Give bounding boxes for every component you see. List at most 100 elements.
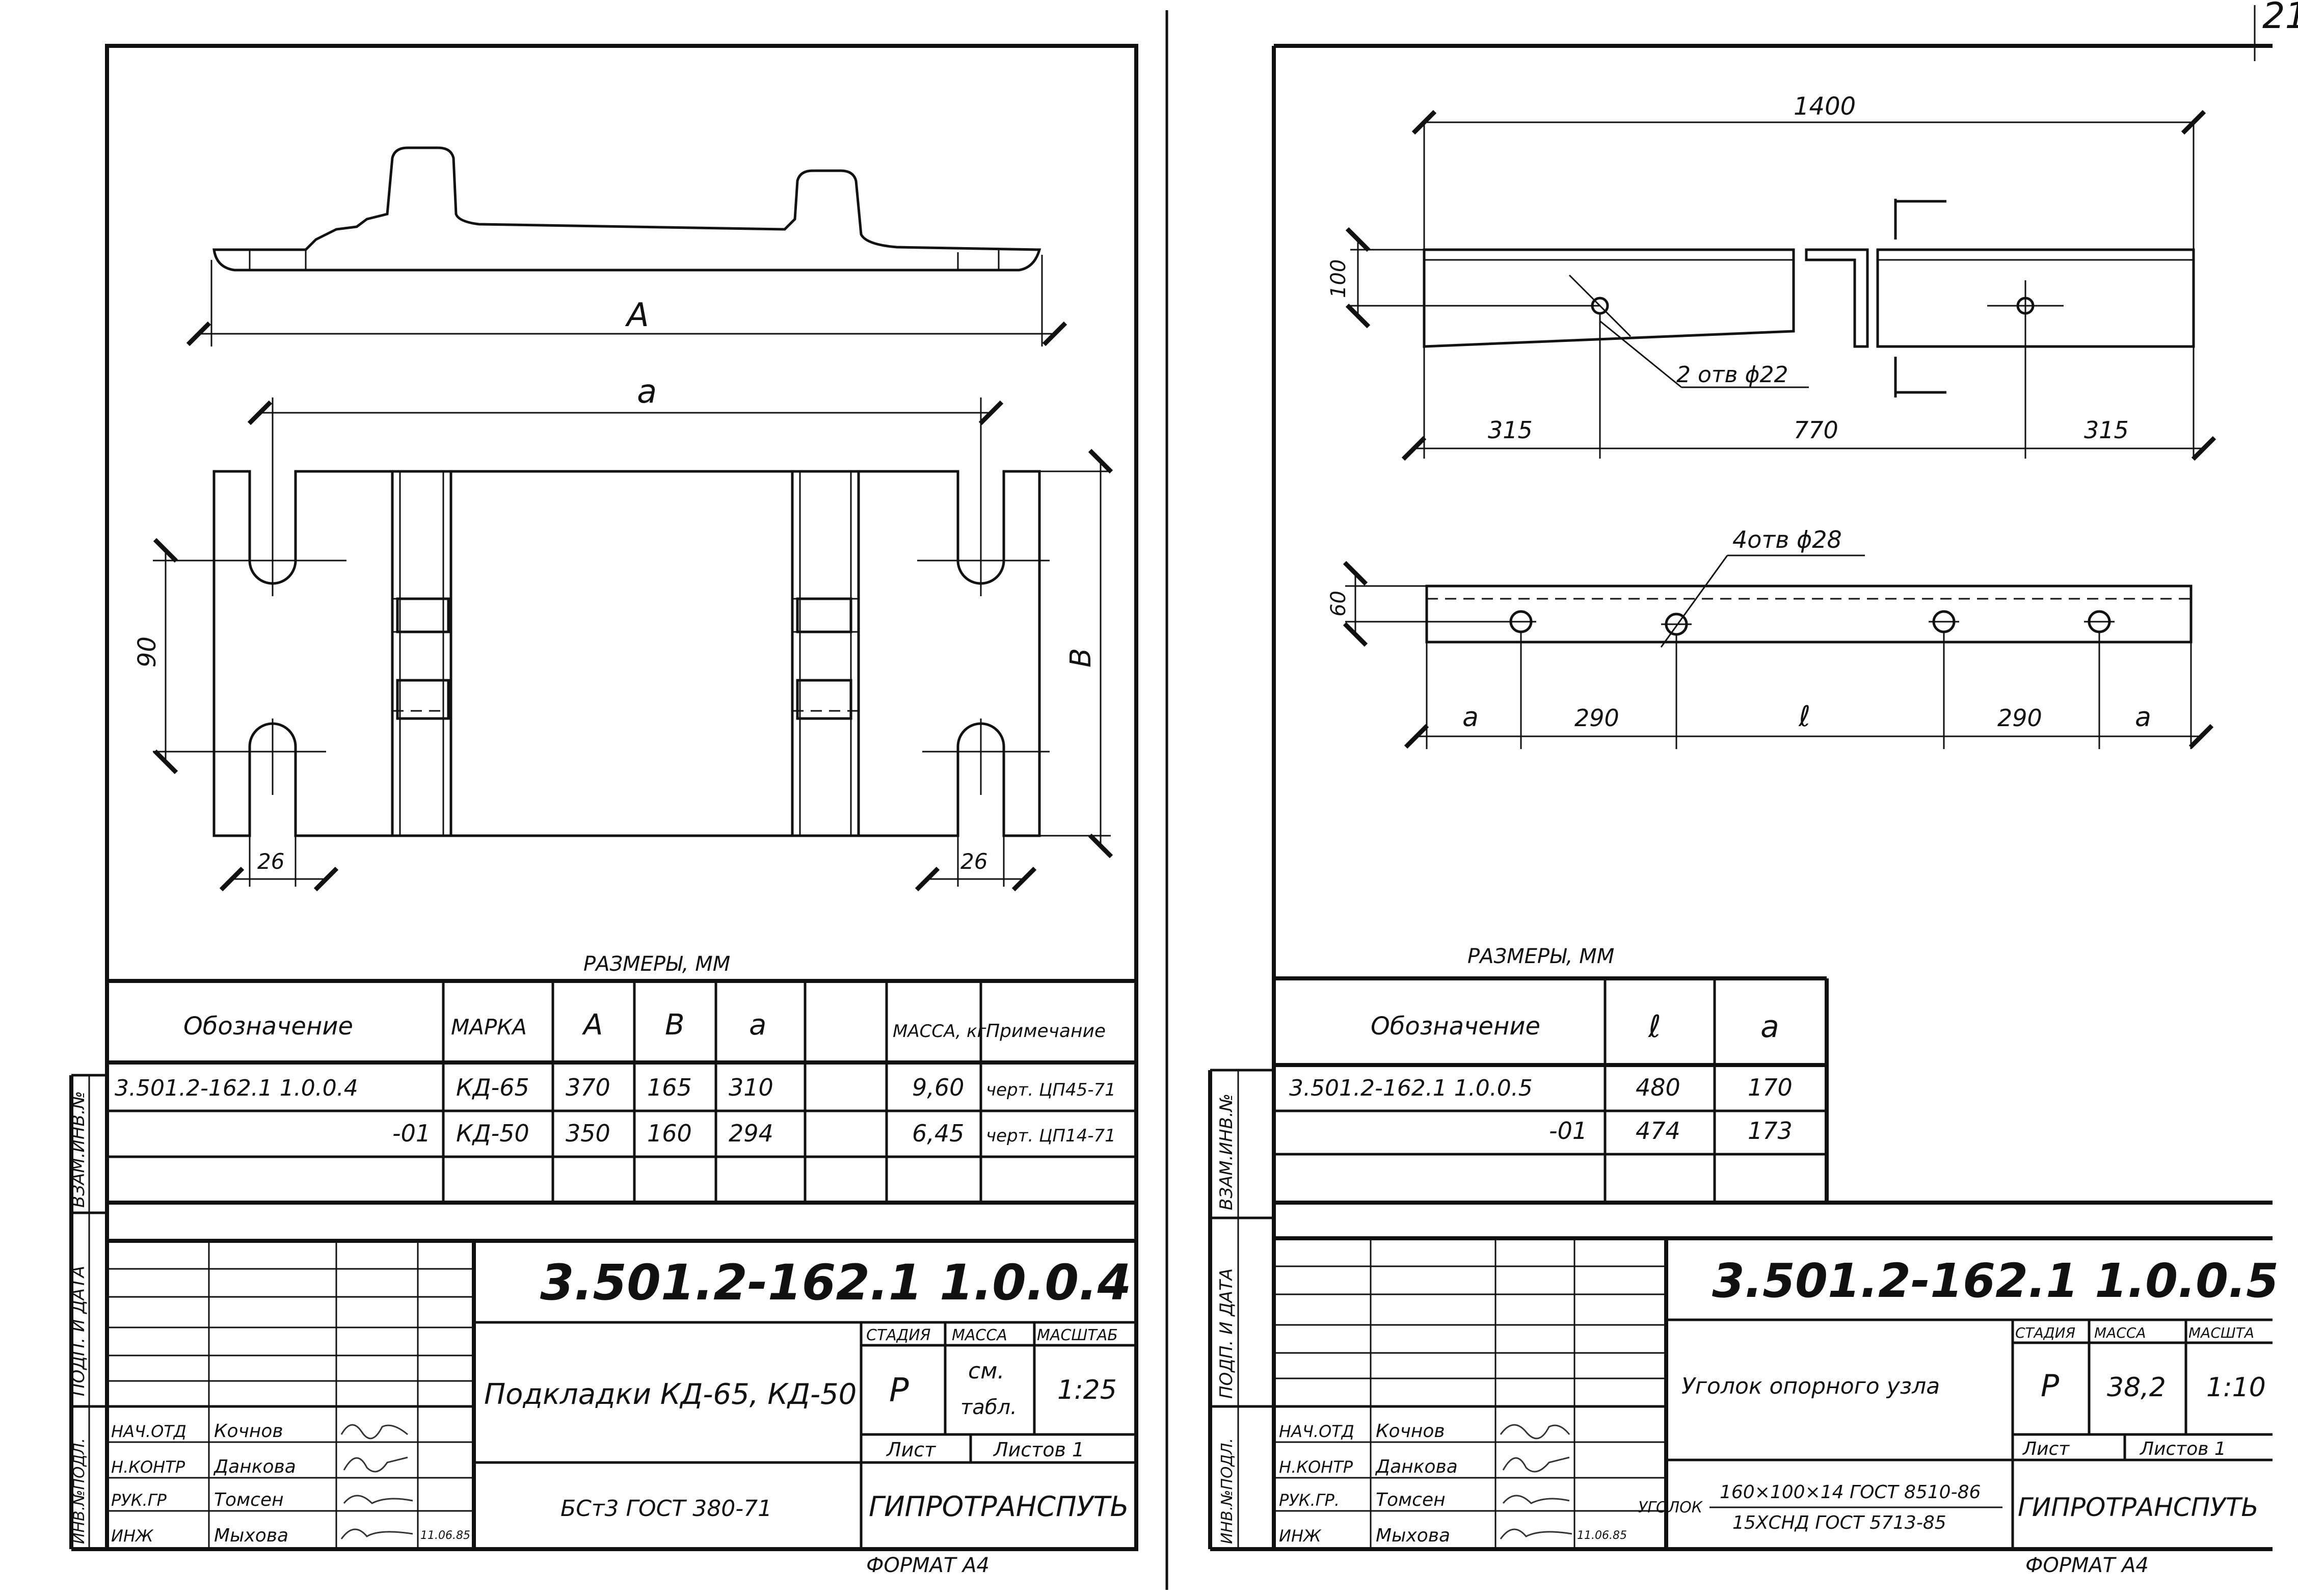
- right-role-4: ИНЖ: [1279, 1526, 1322, 1546]
- left-r2-mass: 6,45: [912, 1120, 964, 1147]
- left-th-note: Примечание: [986, 1021, 1106, 1042]
- right-material-top: 160×100×14 ГОСТ 8510-86: [1720, 1482, 1981, 1503]
- left-name-4: Мыхова: [214, 1525, 288, 1546]
- dim-l: ℓ: [1798, 700, 1810, 733]
- left-spec-table: Обозначение МАРКА A B a МАССА, кг Примеч…: [107, 979, 1136, 1205]
- right-name-3: Томсен: [1376, 1489, 1446, 1510]
- signature-1: [340, 1424, 408, 1440]
- right-th-designation: Обозначение: [1371, 1012, 1540, 1041]
- left-r1-B: 165: [647, 1074, 692, 1101]
- left-material: БСт3 ГОСТ 380-71: [560, 1496, 772, 1522]
- left-r1-mark: КД-65: [456, 1074, 529, 1101]
- right-role-2: Н.КОНТР: [1279, 1457, 1353, 1477]
- right-name-1: Кочнов: [1376, 1421, 1445, 1442]
- right-doc-code: 3.501.2-162.1 1.0.0.5: [1712, 1254, 2279, 1308]
- signature-2: [343, 1456, 408, 1473]
- dim-315-right: 315: [2084, 416, 2129, 444]
- left-format: ФОРМАТ А4: [866, 1554, 990, 1577]
- left-r2-note: черт. ЦП14-71: [986, 1126, 1116, 1146]
- left-mass-label: МАССА: [952, 1326, 1007, 1344]
- left-th-designation: Обозначение: [183, 1012, 353, 1041]
- right-format: ФОРМАТ А4: [2025, 1554, 2149, 1577]
- left-mass-2: табл.: [960, 1396, 1017, 1419]
- left-th-mass: МАССА, кг: [893, 1021, 986, 1042]
- dim-B: B: [1064, 648, 1098, 668]
- left-r1-A: 370: [566, 1074, 610, 1101]
- left-name-3: Томсен: [214, 1489, 284, 1510]
- right-side-label-1: ВЗАМ.ИНВ.№: [1216, 1094, 1237, 1210]
- right-side-label-3: ИНВ.№ПОДЛ.: [1218, 1438, 1236, 1544]
- right-r2-a: 173: [1748, 1117, 1793, 1145]
- right-name-2: Данкова: [1375, 1456, 1458, 1477]
- left-r2-designation: -01: [392, 1120, 431, 1147]
- left-role-3: РУК.ГР: [111, 1491, 167, 1510]
- left-r1-a: 310: [729, 1074, 773, 1101]
- right-r1-designation: 3.501.2-162.1 1.0.0.5: [1289, 1075, 1533, 1101]
- page-number: 21: [2262, 0, 2298, 37]
- right-role-3: РУК.ГР.: [1279, 1491, 1340, 1510]
- right-mass: 38,2: [2107, 1372, 2166, 1403]
- signature-3: [343, 1495, 413, 1504]
- right-side-strip: ВЗАМ.ИНВ.№ ПОДП. И ДАТА ИНВ.№ПОДЛ.: [1208, 1069, 1274, 1551]
- left-side-label-3: ИНВ.№ПОДЛ.: [70, 1438, 88, 1544]
- left-r2-B: 160: [647, 1120, 692, 1147]
- signature-4: [340, 1528, 413, 1539]
- signature-r3: [1502, 1495, 1570, 1504]
- left-role-4: ИНЖ: [111, 1526, 154, 1546]
- left-sheets-label: Листов 1: [993, 1439, 1084, 1461]
- dim-a-right: a: [2135, 702, 2151, 733]
- left-sheet: ВЗАМ.ИНВ.№ ПОДП. И ДАТА ИНВ.№ПОДЛ. A: [68, 44, 1138, 1577]
- right-sheet-label: Лист: [2022, 1439, 2070, 1459]
- right-th-a: a: [1760, 1009, 1779, 1045]
- left-stage-label: СТАДИЯ: [866, 1326, 931, 1344]
- right-scale: 1:10: [2206, 1372, 2266, 1403]
- left-r1-note: черт. ЦП45-71: [986, 1080, 1116, 1100]
- left-scale: 1:25: [1057, 1375, 1117, 1405]
- right-stage-label: СТАДИЯ: [2015, 1324, 2075, 1341]
- right-spec-table: Обозначение ℓ a 3.501.2-162.1 1.0.0.5 48…: [1274, 976, 2273, 1205]
- dim-holes-2: 2 отв ϕ22: [1676, 362, 1788, 388]
- left-r1-designation: 3.501.2-162.1 1.0.0.4: [115, 1075, 358, 1101]
- left-units-caption: РАЗМЕРЫ, ММ: [583, 952, 730, 976]
- pad-profile-view: A: [186, 146, 1067, 347]
- right-side-label-2: ПОДП. И ДАТА: [1216, 1268, 1237, 1399]
- right-r1-l: 480: [1636, 1074, 1680, 1101]
- dim-a: a: [637, 373, 657, 411]
- dim-A: A: [625, 297, 649, 334]
- left-r2-mark: КД-50: [456, 1120, 529, 1147]
- left-name-1: Кочнов: [214, 1421, 283, 1442]
- left-sheet-label: Лист: [886, 1439, 937, 1461]
- right-date-4: 11.06.85: [1577, 1529, 1627, 1542]
- dim-90: 90: [133, 636, 162, 668]
- right-mass-label: МАССА: [2094, 1324, 2146, 1341]
- right-material-bottom: 15ХСНД ГОСТ 5713-85: [1732, 1512, 1946, 1533]
- left-th-B: B: [665, 1008, 684, 1042]
- dim-1400: 1400: [1794, 92, 1856, 121]
- left-doc-code: 3.501.2-162.1 1.0.0.4: [540, 1254, 1131, 1311]
- right-title: Уголок опорного узла: [1681, 1373, 1940, 1399]
- angle-side-view: 4отв ϕ28 60 a 290 ℓ 290 a: [1327, 526, 2214, 749]
- left-side-label-2: ПОДП. И ДАТА: [68, 1266, 89, 1396]
- left-date-4: 11.06.85: [420, 1529, 470, 1542]
- right-sheets-label: Листов 1: [2139, 1439, 2226, 1459]
- right-material-prefix: УГОЛОК: [1638, 1499, 1703, 1517]
- dim-770: 770: [1794, 416, 1838, 444]
- right-scale-label: МАСШТА: [2188, 1324, 2254, 1341]
- right-role-1: НАЧ.ОТД: [1279, 1422, 1354, 1441]
- dim-60: 60: [1327, 591, 1350, 617]
- dim-26-left: 26: [257, 849, 284, 874]
- right-name-4: Мыхова: [1376, 1525, 1450, 1546]
- right-stage: Р: [2041, 1368, 2060, 1404]
- signature-r1: [1500, 1424, 1570, 1440]
- left-frame: [105, 44, 1138, 1551]
- left-side-strip: ВЗАМ.ИНВ.№ ПОДП. И ДАТА ИНВ.№ПОДЛ.: [68, 1074, 107, 1551]
- dim-290-right: 290: [1997, 704, 2042, 732]
- left-r2-a: 294: [729, 1120, 773, 1147]
- dim-290-left: 290: [1574, 704, 1619, 732]
- left-org: ГИПРОТРАНСПУТЬ: [869, 1491, 1129, 1523]
- right-title-block: 3.501.2-162.1 1.0.0.5 Уголок опорного уз…: [1274, 1236, 2279, 1577]
- signature-r4: [1500, 1528, 1572, 1539]
- left-th-mark: МАРКА: [451, 1015, 527, 1040]
- dim-a-left: a: [1462, 702, 1479, 733]
- left-th-a: a: [749, 1008, 766, 1042]
